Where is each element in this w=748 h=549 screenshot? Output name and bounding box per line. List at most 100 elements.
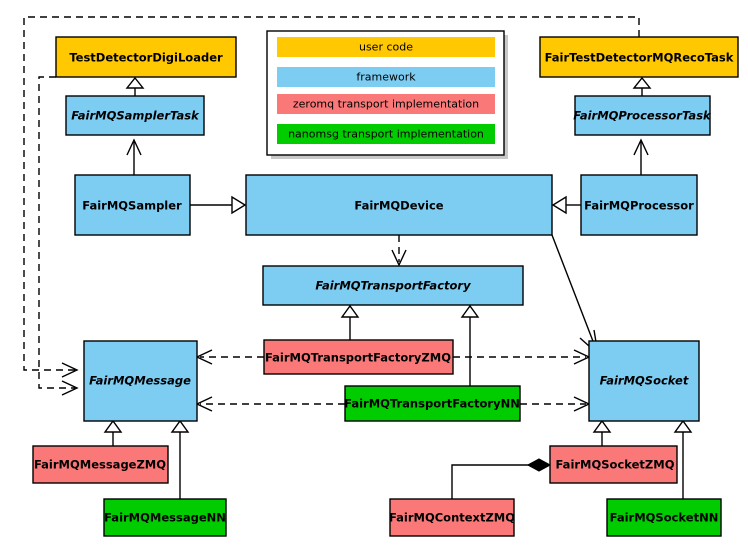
node-box-fairmqsampler[interactable] [74,174,191,236]
edge-group-sampler-device [190,195,247,215]
node-fairtestdetectormqrecotask[interactable]: FairTestDetectorMQRecoTask [539,36,739,78]
node-fairmqsamplertask[interactable]: FairMQSamplerTask [65,95,205,136]
node-label-fairmqtransportfactoryzmq: FairMQTransportFactoryZMQ [265,351,451,365]
node-label-fairmqsocketnn: FairMQSocketNN [610,511,719,525]
arrowhead-hollow-sampler-device [231,195,247,215]
node-fairmqsocketzmq[interactable]: FairMQSocketZMQ [549,445,678,484]
legend-label-framework: framework [356,71,416,84]
node-box-fairmqtransportfactory[interactable] [262,265,524,306]
node-box-fairmqcontextzmq[interactable] [389,498,515,537]
node-fairmqmessagezmq[interactable]: FairMQMessageZMQ [32,445,169,484]
edge-group-messagezmq-message [103,419,123,446]
node-fairmqprocessor[interactable]: FairMQProcessor [580,174,698,236]
arrowhead-open-sampler-samplertask [126,138,142,156]
edge-group-processor-device [551,195,581,215]
edge-group-sampler-samplertask [126,138,142,175]
node-fairmqtransportfactory[interactable]: FairMQTransportFactory [262,265,524,306]
arrowhead-hollow-messagenn [170,419,190,433]
node-fairmqcontextzmq[interactable]: FairMQContextZMQ [389,498,515,537]
node-box-testdetectordigiloader[interactable] [55,36,237,78]
node-label-fairmqsocketzmq: FairMQSocketZMQ [556,458,675,472]
arrowhead-hollow-tfzmq [340,304,360,318]
legend-swatch-framework [277,67,495,87]
node-fairmqtransportfactoryzmq[interactable]: FairMQTransportFactoryZMQ [263,339,454,375]
node-label-fairmqtransportfactorynn: FairMQTransportFactoryNN [344,397,520,411]
legend-swatch-nanomsg [277,124,495,144]
node-box-fairmqtransportfactorynn[interactable] [344,385,521,422]
node-box-fairmqtransportfactoryzmq[interactable] [263,339,454,375]
node-label-fairmqmessagenn: FairMQMessageNN [104,511,226,525]
arrowhead-recotask-to-message [61,362,79,378]
edge-group-tfzmq-message [195,349,264,365]
node-box-fairmqsocket[interactable] [588,340,700,422]
node-label-fairmqtransportfactory: FairMQTransportFactory [315,279,471,293]
legend: user code framework zeromq transport imp… [266,30,508,159]
legend-swatch-user-code [277,37,495,57]
edge-group-usercode-message [23,16,640,396]
node-label-fairmqmessage: FairMQMessage [89,374,191,388]
node-fairmqsampler[interactable]: FairMQSampler [74,174,191,236]
edge-group-processor-processortask [633,138,649,175]
node-label-fairtestdetectormqrecotask: FairTestDetectorMQRecoTask [545,51,734,65]
edge-group-tfnn-socket [520,396,591,412]
node-fairmqdevice[interactable]: FairMQDevice [245,174,553,236]
arrowhead-hollow-processor-device [551,195,567,215]
node-label-fairmqprocessor: FairMQProcessor [584,199,694,213]
edge-device-to-socket [551,234,597,350]
edge-group-processortask-recotask [632,76,652,96]
node-box-fairmqmessagezmq[interactable] [32,445,169,484]
arrowhead-open-processor-processortask [633,138,649,156]
node-label-fairmqsamplertask: FairMQSamplerTask [71,109,200,123]
node-label-fairmqmessagezmq: FairMQMessageZMQ [34,458,166,472]
legend-label-zeromq: zeromq transport implementation [293,98,479,111]
edge-group-samplertask-digiloader [125,76,145,96]
node-fairmqmessagenn[interactable]: FairMQMessageNN [103,498,227,537]
node-box-fairmqdevice[interactable] [245,174,553,236]
node-box-fairmqprocessortask[interactable] [574,95,711,136]
node-label-fairmqdevice: FairMQDevice [354,199,443,213]
node-box-fairmqsocketnn[interactable] [606,498,722,537]
edge-group-device-socket [551,234,600,356]
edge-socketzmq-to-contextzmq [451,464,535,499]
arrowhead-open-device-transportfactory [391,249,407,267]
node-label-fairmqcontextzmq: FairMQContextZMQ [389,511,515,525]
node-box-fairmqsamplertask[interactable] [65,95,205,136]
node-box-fairtestdetectormqrecotask[interactable] [539,36,739,78]
legend-item-nanomsg: nanomsg transport implementation [277,124,495,144]
arrowhead-hollow-samplertask [125,76,145,89]
node-testdetectordigiloader[interactable]: TestDetectorDigiLoader [55,36,237,78]
node-box-fairmqmessagenn[interactable] [103,498,227,537]
node-fairmqsocketnn[interactable]: FairMQSocketNN [606,498,722,537]
legend-swatch-zeromq [277,94,495,114]
arrowhead-hollow-socketnn [673,419,693,433]
legend-item-zeromq: zeromq transport implementation [277,94,495,114]
node-fairmqsocket[interactable]: FairMQSocket [588,340,700,422]
legend-label-nanomsg: nanomsg transport implementation [288,128,484,141]
legend-label-user-code: user code [359,41,413,54]
node-fairmqprocessortask[interactable]: FairMQProcessorTask [573,95,712,136]
edge-group-tfnn-message [195,396,345,412]
diamond-composition-socketzmq [526,458,552,472]
arrowhead-digiloader-to-message [61,380,79,396]
arrowhead-hollow-processortask [632,76,652,89]
legend-item-user-code: user code [277,37,495,57]
edge-group-socketzmq-socket [592,419,612,446]
node-box-fairmqsocketzmq[interactable] [549,445,678,484]
node-fairmqtransportfactorynn[interactable]: FairMQTransportFactoryNN [344,385,521,422]
edge-group-tfzmq-transportfactory [340,304,360,340]
edge-recotask-to-message [23,16,640,371]
edge-digiloader-to-message [38,76,75,389]
arrowhead-hollow-messagezmq [103,419,123,433]
arrowhead-hollow-socketzmq [592,419,612,433]
node-label-fairmqsampler: FairMQSampler [82,199,182,213]
edge-group-messagenn-message [170,419,190,499]
arrowhead-hollow-tfnn [460,304,480,318]
node-box-fairmqmessage[interactable] [83,340,198,422]
edge-group-device-transportfactory [391,235,407,267]
legend-item-framework: framework [277,67,495,87]
node-box-fairmqprocessor[interactable] [580,174,698,236]
node-fairmqmessage[interactable]: FairMQMessage [83,340,198,422]
node-label-fairmqprocessortask: FairMQProcessorTask [573,109,712,123]
